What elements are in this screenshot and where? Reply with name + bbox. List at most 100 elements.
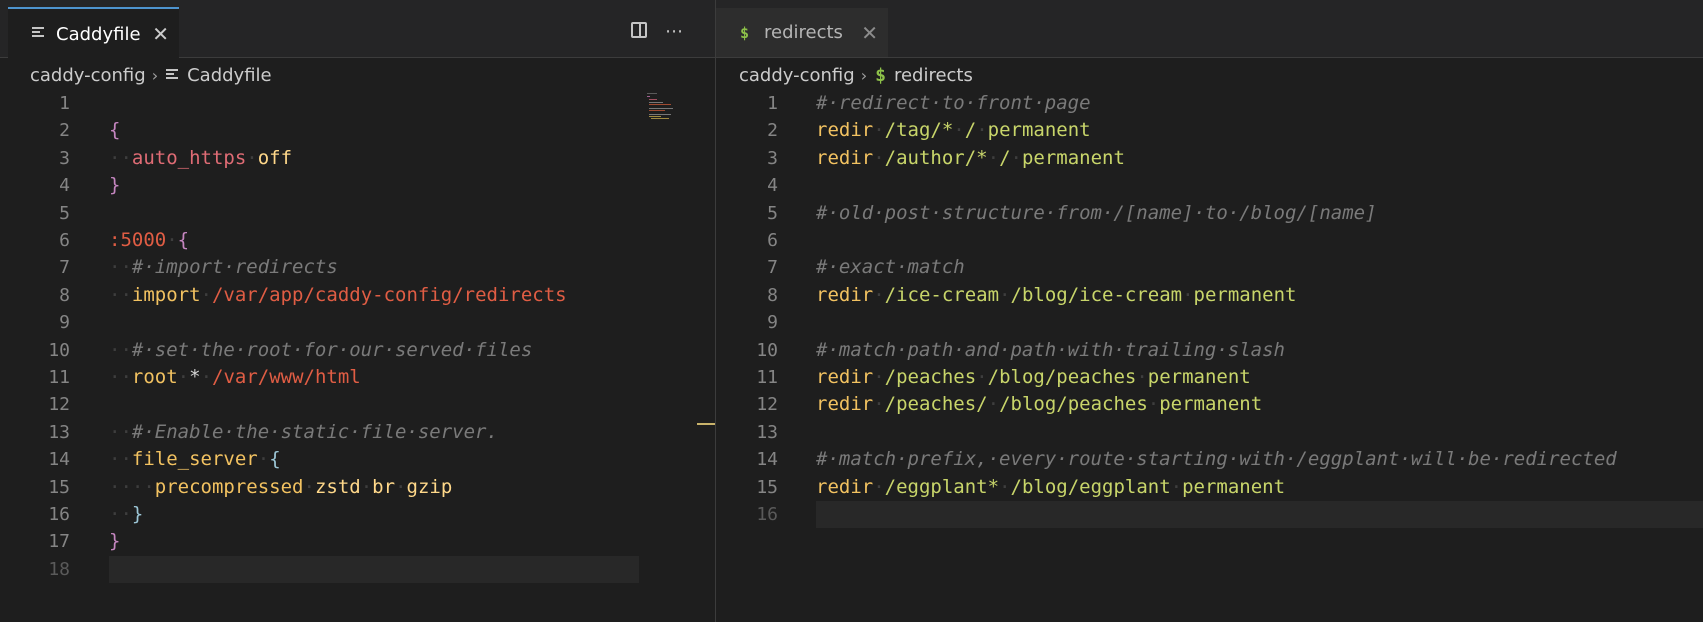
code-line[interactable]: 8 ··import·/var/app/caddy-config/redirect… bbox=[0, 282, 715, 309]
code-line[interactable]: 14#·match·prefix,·every·route·starting·w… bbox=[716, 446, 1703, 473]
code-line[interactable]: 1#·redirect·to·front·page bbox=[716, 90, 1703, 117]
whitespace-marker: · bbox=[395, 475, 407, 498]
whitespace-marker: ·· bbox=[109, 420, 132, 443]
code-token: } bbox=[131, 503, 144, 525]
code-line[interactable]: 6 bbox=[716, 227, 1703, 254]
code-text: ··import·/var/app/caddy-config/redirects bbox=[109, 282, 567, 309]
code-token: /var/www/html bbox=[212, 366, 361, 388]
code-text: { bbox=[109, 117, 120, 144]
close-icon[interactable]: ✕ bbox=[861, 20, 878, 45]
lines-icon bbox=[32, 25, 48, 43]
code-line[interactable]: 10#·match·path·and·path·with·trailing·sl… bbox=[716, 337, 1703, 364]
code-line[interactable]: 4 bbox=[716, 172, 1703, 199]
breadcrumb-file[interactable]: redirects bbox=[893, 64, 973, 86]
line-number: 17 bbox=[48, 531, 70, 553]
code-line[interactable]: 13··#·Enable·the·static·file·server. bbox=[0, 419, 715, 446]
code-line[interactable]: 7#·exact·match bbox=[716, 254, 1703, 281]
code-token: gzip bbox=[406, 475, 453, 498]
code-text: ··#·import·redirects bbox=[109, 254, 338, 281]
line-number: 9 bbox=[767, 312, 778, 334]
code-line[interactable]: 5 bbox=[0, 200, 715, 227]
scrollbar-marker bbox=[697, 423, 715, 425]
whitespace-marker: · bbox=[1136, 366, 1148, 388]
code-text: #·match·prefix,·every·route·starting·wit… bbox=[816, 446, 1617, 473]
code-line[interactable]: 13 bbox=[716, 419, 1703, 446]
line-number: 7 bbox=[767, 257, 778, 279]
code-token: #·match·prefix,·every·route·starting·wit… bbox=[816, 448, 1617, 471]
code-token: redir bbox=[816, 146, 874, 169]
code-line[interactable]: 9 bbox=[0, 309, 715, 336]
code-line[interactable]: 6 :5000·{ bbox=[0, 227, 715, 254]
line-number: 1 bbox=[59, 93, 70, 114]
tab-redirects[interactable]: $ redirects ✕ bbox=[716, 8, 888, 57]
code-line[interactable]: 11··root·*·/var/www/html bbox=[0, 364, 715, 391]
editor-actions: ⋯ bbox=[631, 22, 683, 42]
code-token: br bbox=[372, 475, 396, 498]
code-token: redir bbox=[816, 283, 874, 306]
line-number: 14 bbox=[48, 449, 70, 471]
code-token: /peaches/ bbox=[884, 393, 988, 416]
code-line[interactable]: 10··#·set·the·root·for·our·served·files bbox=[0, 337, 715, 364]
code-line[interactable]: 4} bbox=[0, 172, 715, 199]
line-number: 6 bbox=[59, 230, 70, 251]
code-token: /blog/peaches bbox=[999, 393, 1148, 416]
code-text: #·old·post·structure·from·/[name]·to·/bl… bbox=[816, 200, 1377, 227]
line-number: 3 bbox=[59, 147, 70, 169]
code-text: :5000·{ bbox=[109, 227, 189, 254]
code-line[interactable]: 9 bbox=[716, 309, 1703, 336]
split-divider[interactable] bbox=[715, 0, 716, 622]
more-actions-icon[interactable]: ⋯ bbox=[665, 21, 683, 42]
tab-caddyfile[interactable]: Caddyfile ✕ bbox=[8, 7, 179, 59]
current-line-highlight bbox=[109, 555, 639, 583]
line-number: 8 bbox=[59, 284, 70, 306]
code-token: permanent bbox=[1193, 283, 1297, 306]
code-text: redir·/ice-cream·/blog/ice-cream·permane… bbox=[816, 282, 1297, 309]
close-icon[interactable]: ✕ bbox=[152, 22, 169, 46]
code-line[interactable]: 1 bbox=[0, 90, 715, 117]
line-number: 7 bbox=[59, 257, 70, 279]
line-number: 12 bbox=[48, 394, 70, 416]
minimap[interactable] bbox=[647, 93, 687, 123]
line-number: 10 bbox=[756, 339, 778, 361]
code-token: redir bbox=[816, 366, 874, 388]
left-tab-bar: Caddyfile ✕ ⋯ bbox=[0, 0, 715, 59]
right-tab-bar: $ redirects ✕ bbox=[716, 0, 1703, 58]
code-token: / bbox=[999, 146, 1011, 169]
breadcrumb-folder[interactable]: caddy-config bbox=[739, 64, 855, 86]
code-line[interactable]: 15····precompressed·zstd·br·gzip bbox=[0, 474, 715, 501]
code-line[interactable]: 3··auto_https·off bbox=[0, 145, 715, 172]
code-line[interactable]: 5#·old·post·structure·from·/[name]·to·/b… bbox=[716, 200, 1703, 227]
code-token: { bbox=[109, 119, 121, 142]
code-line[interactable]: 16··} bbox=[0, 501, 715, 528]
current-line-highlight bbox=[816, 501, 1703, 528]
split-editor-icon[interactable] bbox=[631, 22, 647, 38]
code-token: redir bbox=[816, 393, 874, 416]
code-line[interactable]: 7 ··#·import·redirects bbox=[0, 254, 715, 281]
line-number: 6 bbox=[767, 230, 778, 251]
code-token: root bbox=[131, 366, 178, 388]
whitespace-marker: · bbox=[987, 393, 1000, 416]
breadcrumb-folder[interactable]: caddy-config bbox=[30, 64, 146, 86]
line-number: 4 bbox=[59, 175, 70, 197]
whitespace-marker: · bbox=[873, 393, 885, 416]
whitespace-marker: · bbox=[1182, 283, 1194, 306]
code-line[interactable]: 14··file_server·{ bbox=[0, 446, 715, 473]
code-line[interactable]: 18 bbox=[0, 556, 715, 583]
code-token: redir bbox=[816, 475, 874, 498]
line-number: 13 bbox=[48, 421, 70, 443]
code-line[interactable]: 17} bbox=[0, 528, 715, 555]
code-line[interactable]: 2{ bbox=[0, 117, 715, 144]
code-text: ····precompressed·zstd·br·gzip bbox=[109, 474, 452, 501]
tab-label: redirects bbox=[764, 22, 843, 43]
code-line[interactable]: 12 bbox=[0, 391, 715, 418]
breadcrumb-file[interactable]: Caddyfile bbox=[187, 64, 272, 86]
code-line[interactable]: 16 bbox=[716, 501, 1703, 528]
